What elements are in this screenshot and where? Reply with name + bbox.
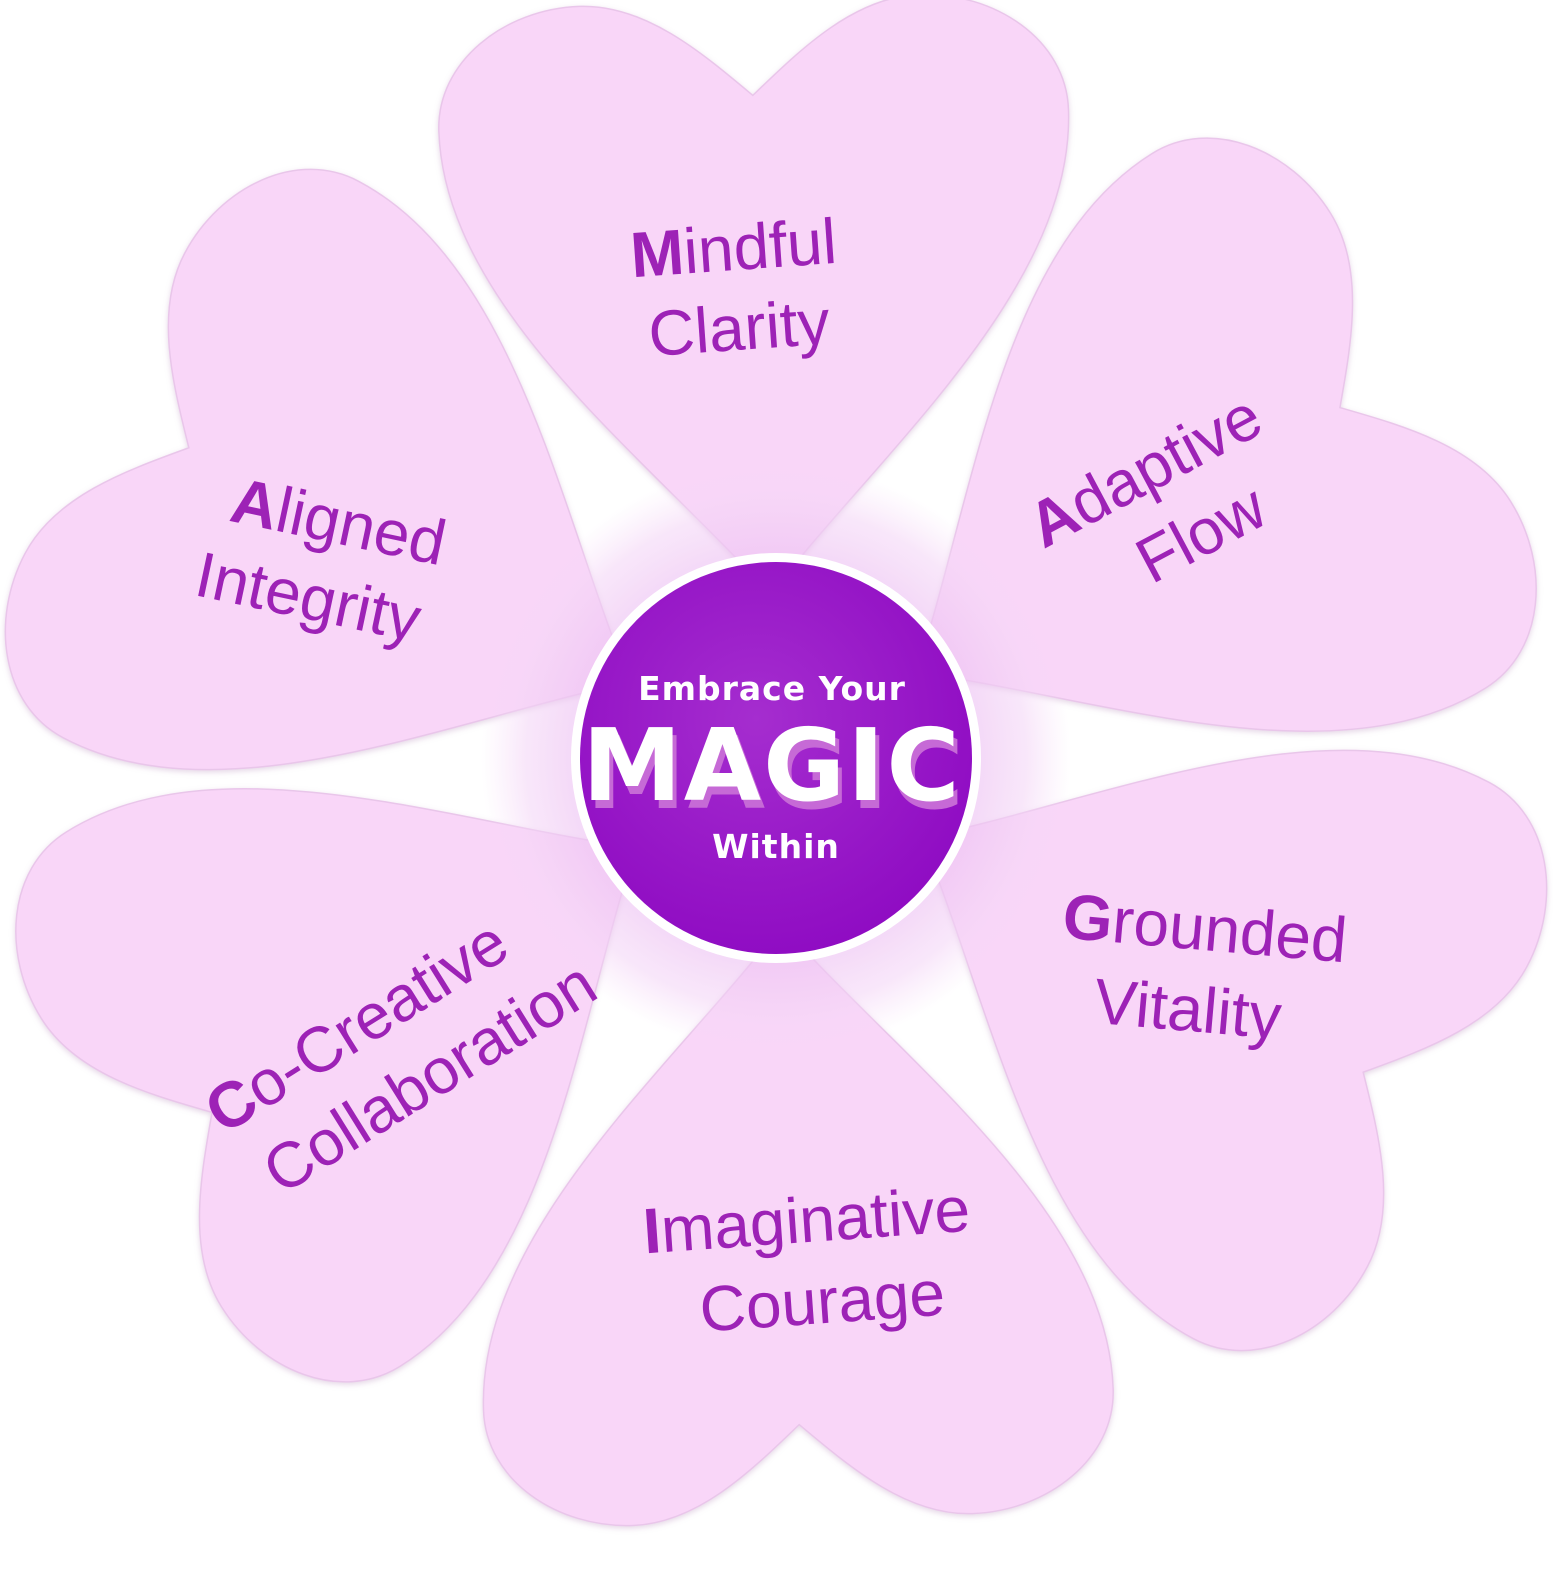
petal-aligned-integrity [4,168,632,771]
petal-group [4,0,1548,1527]
petal-initial: I [641,1194,664,1267]
center-line-bottom: Within [712,827,840,866]
petal-adaptive-flow [914,137,1537,732]
center-main-shadow: MAGIC [586,715,966,832]
center-line-top: Embrace Your [638,669,906,708]
petal-label-mindful-clarity: Mindful Clarity [628,205,839,370]
petal-initial: M [628,216,686,292]
petal-word-rest: indful [681,205,839,287]
center-badge [580,562,972,954]
petal-initial: G [1060,880,1116,956]
petal-label-line2: Clarity [646,286,832,370]
petal-mindful-clarity [438,0,1070,597]
center-main-word: MAGIC [582,707,962,824]
petal-label-line1: Mindful [628,205,839,291]
petal-label-line2: Vitality [1091,965,1284,1053]
petal-imaginative-courage [482,923,1114,1527]
petal-grounded-vitality [920,749,1548,1352]
petal-co-creative-collaboration [15,788,638,1383]
petal-label-line2: Courage [697,1257,947,1346]
